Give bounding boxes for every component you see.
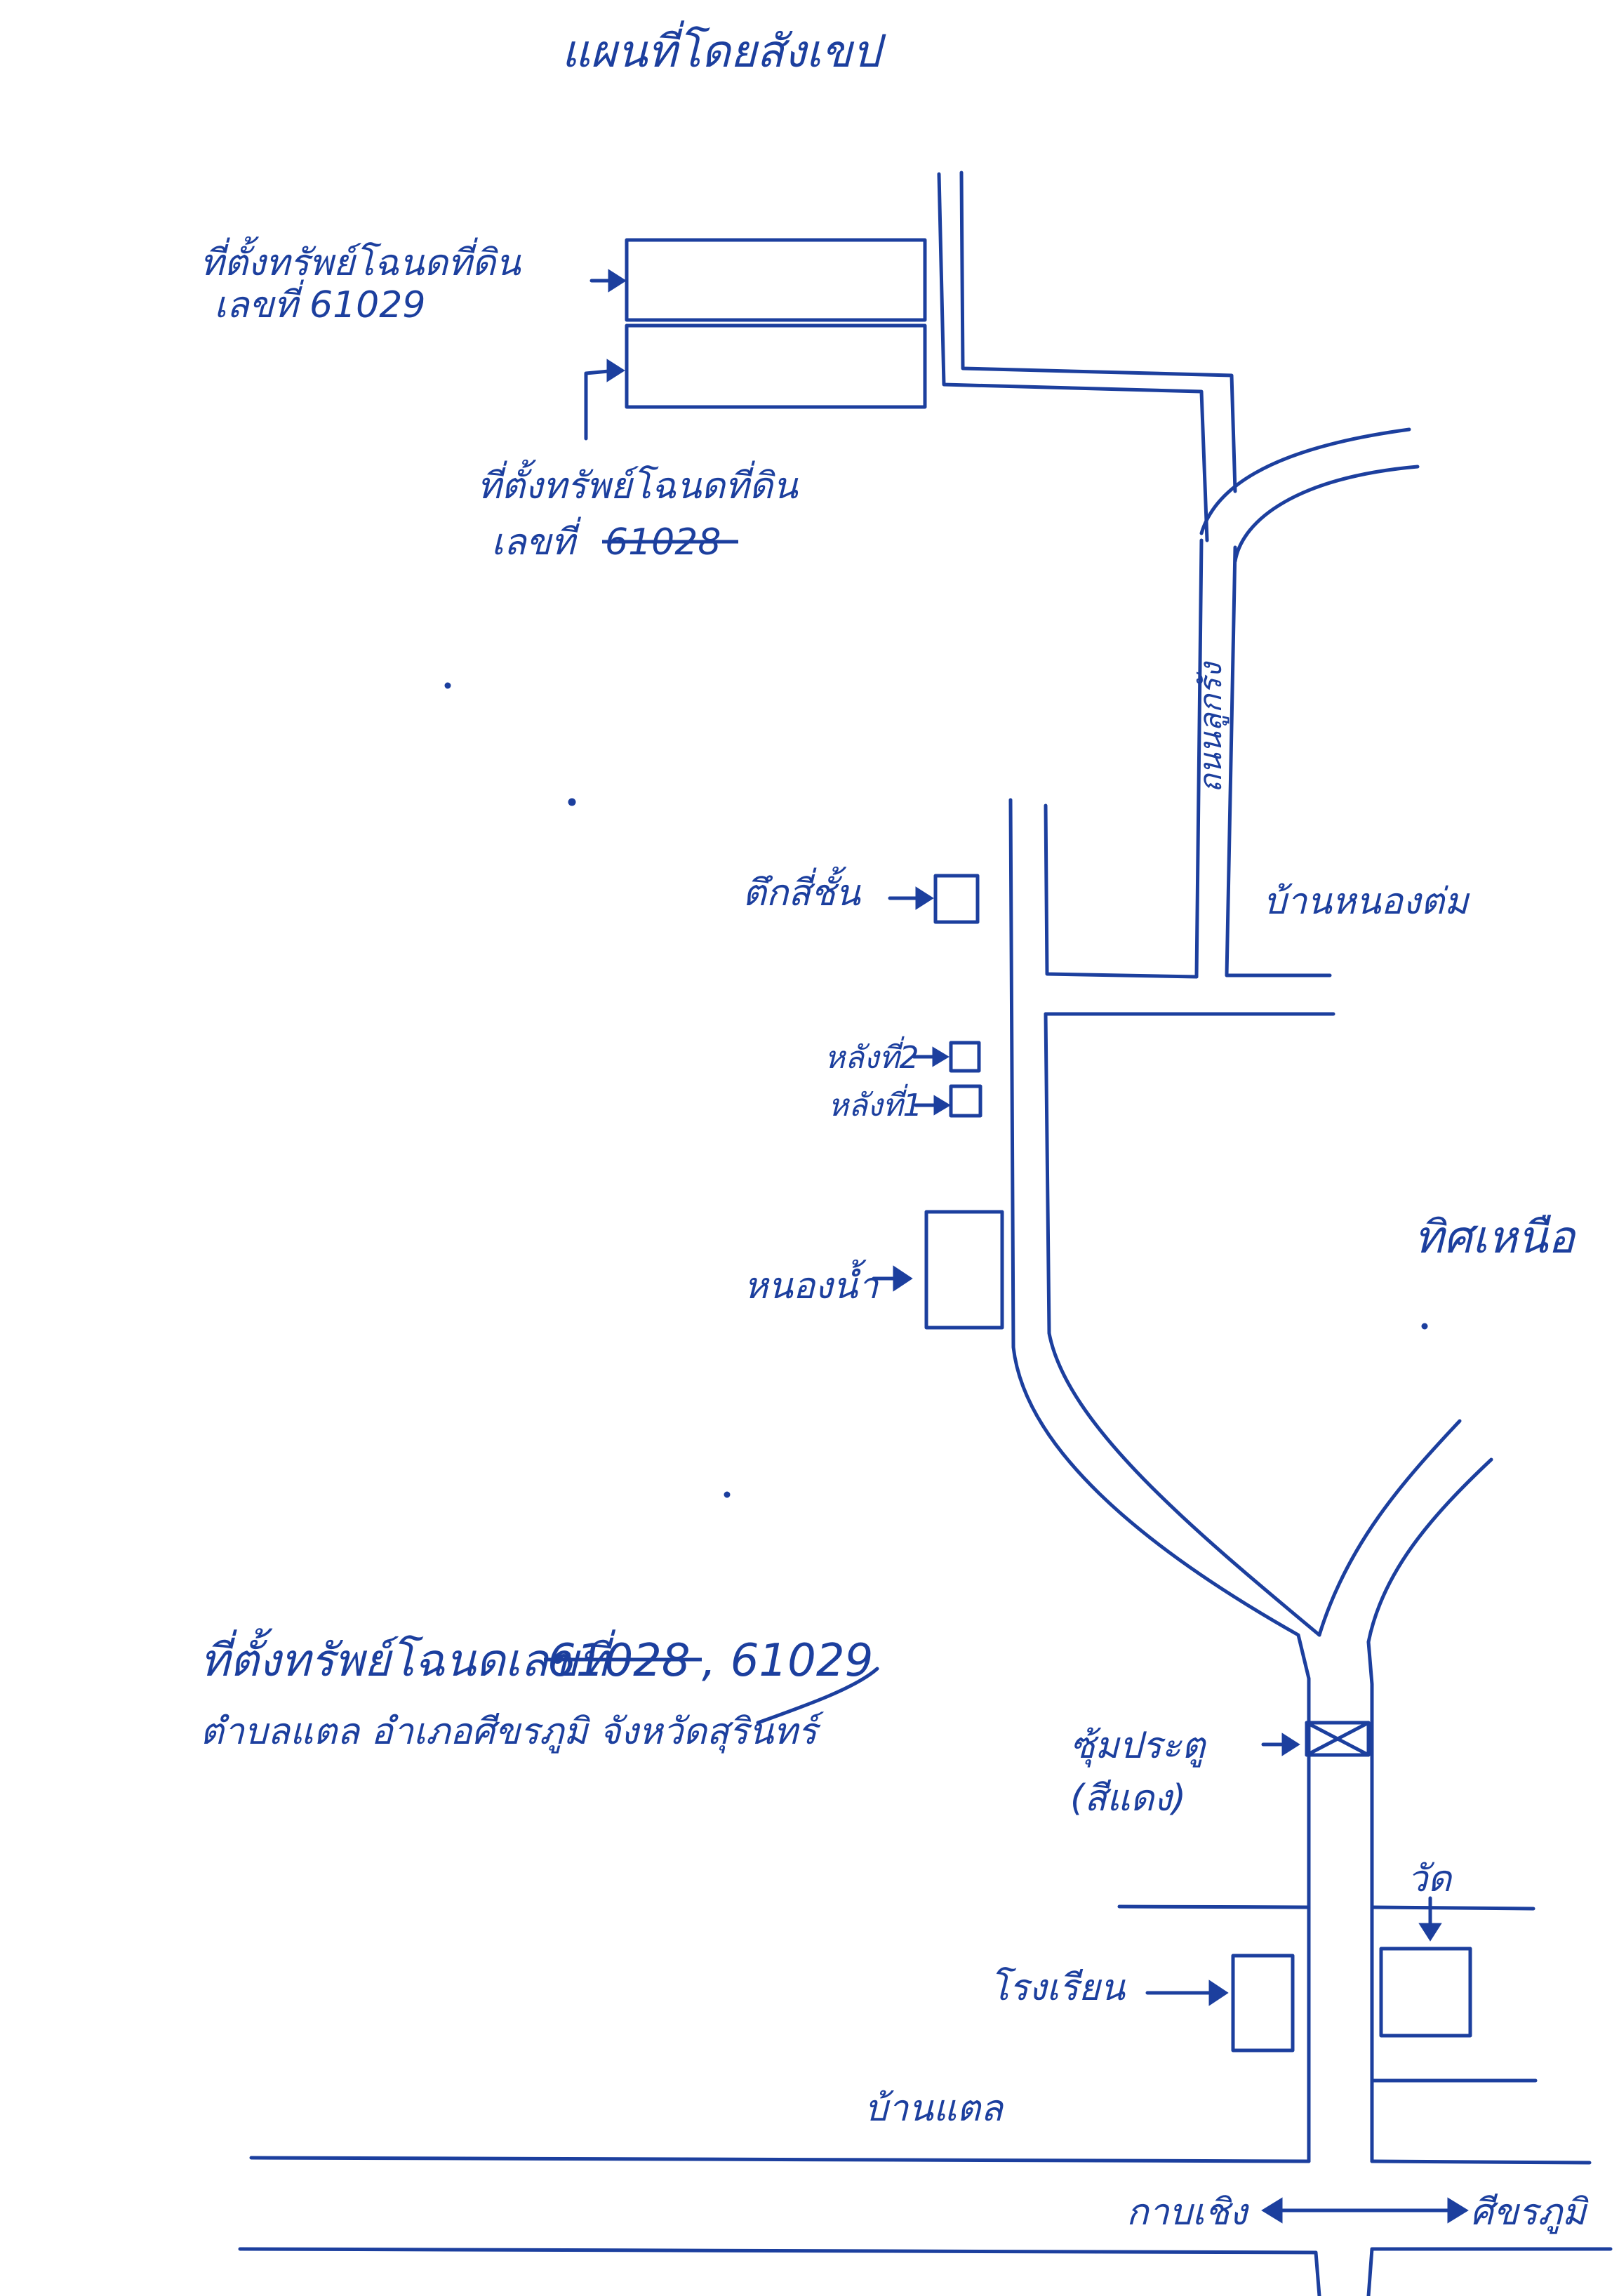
direction-left-label: กาบเชิง: [1126, 2191, 1250, 2234]
direction-arrowhead-left: [1261, 2197, 1283, 2224]
shophouse-arrowhead: [915, 886, 934, 910]
side-road-east-upper: [1370, 1905, 1535, 1911]
pond-area: [924, 1210, 1004, 1330]
plot-upper-label: ที่ตั้งทรัพย์โฉนดที่ดิน: [200, 236, 521, 284]
shophouse-label: ตึกสี่ชั้น: [742, 866, 861, 914]
house-1-arrowhead: [933, 1095, 951, 1116]
north-direction-label: ทิศเหนือ: [1414, 1212, 1577, 1264]
direction-arrowhead-right: [1447, 2197, 1469, 2224]
temple-label: วัด: [1407, 1858, 1453, 1900]
plot-lower-arrowhead: [606, 359, 625, 382]
cross-road-upper: [1044, 803, 1199, 979]
road-east-curve-inner: [1233, 465, 1420, 563]
gate-arrowhead: [1281, 1733, 1300, 1756]
house-2-building: [949, 1041, 981, 1073]
plot-lower: [625, 323, 927, 409]
pond-arrowhead: [893, 1265, 913, 1292]
school-arrowhead: [1208, 1980, 1229, 2006]
house-1-label: หลังที่1: [828, 1083, 922, 1123]
dirt-road-right: [1225, 545, 1332, 977]
temple-arrowhead: [1418, 1923, 1442, 1942]
plot-lower-prefix: เลขที่: [491, 516, 581, 563]
house-2-label: หลังที่2: [825, 1036, 919, 1076]
ink-dot: [568, 798, 576, 806]
summary-underline: [756, 1667, 879, 1725]
main-road-left: [1008, 798, 1311, 2163]
road-top-edge-right: [959, 171, 1237, 493]
highway-top-edge: [249, 2156, 1311, 2163]
highway-top-edge-east: [1370, 2159, 1592, 2165]
summary-number: , 61029: [702, 1635, 873, 1687]
main-road-right: [1044, 1012, 1321, 1637]
plot-upper-arrowhead: [608, 269, 627, 293]
ink-dot: [1421, 1323, 1428, 1330]
dirt-road-left: [1194, 538, 1204, 979]
plot-upper: [625, 238, 927, 322]
map-title: แผนที่โดยสังเขป: [561, 20, 886, 78]
gate-cross-icon: [1305, 1721, 1371, 1757]
house-1-building: [949, 1084, 982, 1118]
house-2-arrowhead: [932, 1046, 950, 1067]
village-north-label: บ้านหนองต่ม: [1263, 881, 1470, 923]
school-building: [1231, 1954, 1295, 2053]
pond-label: หนองน้ำ: [744, 1259, 879, 1307]
gate-label: ซุ้มประตู: [1070, 1725, 1206, 1768]
summary-prefix: ที่ตั้งทรัพย์โฉนดเลขที่: [200, 1628, 616, 1687]
village-south-label: บ้านแตล: [865, 2088, 1004, 2130]
ink-dot: [724, 1491, 731, 1498]
highway-bottom-edge: [238, 2247, 1321, 2296]
plot-upper-number: เลขที่ 61029: [214, 279, 425, 326]
gate-color-label: (สีแดง): [1070, 1777, 1186, 1820]
fork-road-ne-outer: [1317, 1419, 1462, 1637]
temple-building: [1379, 1947, 1472, 2038]
road-east-curve-outer: [1199, 427, 1411, 535]
plot-lower-label: ที่ตั้งทรัพย์โฉนดที่ดิน: [477, 459, 799, 507]
ink-dot: [444, 682, 451, 689]
fork-road-ne-inner: [1366, 1457, 1493, 1644]
shophouse-building: [933, 874, 980, 924]
summary-location: ตำบลแตล อำเภอศีขรภูมิ จังหวัดสุรินทร์: [200, 1711, 824, 1754]
dirt-road-label: ถนนลูกรัง: [1193, 660, 1230, 793]
main-road-right-lower: [1366, 1640, 1374, 2163]
gate-structure: [1305, 1721, 1371, 1757]
road-top-edge-left: [937, 172, 1209, 542]
direction-right-label: ศีขรภูมิ: [1470, 2191, 1589, 2234]
school-label: โรงเรียน: [990, 1967, 1126, 2009]
plot-lower-arrow: [584, 368, 618, 441]
highway-bottom-edge-east: [1366, 2247, 1613, 2296]
